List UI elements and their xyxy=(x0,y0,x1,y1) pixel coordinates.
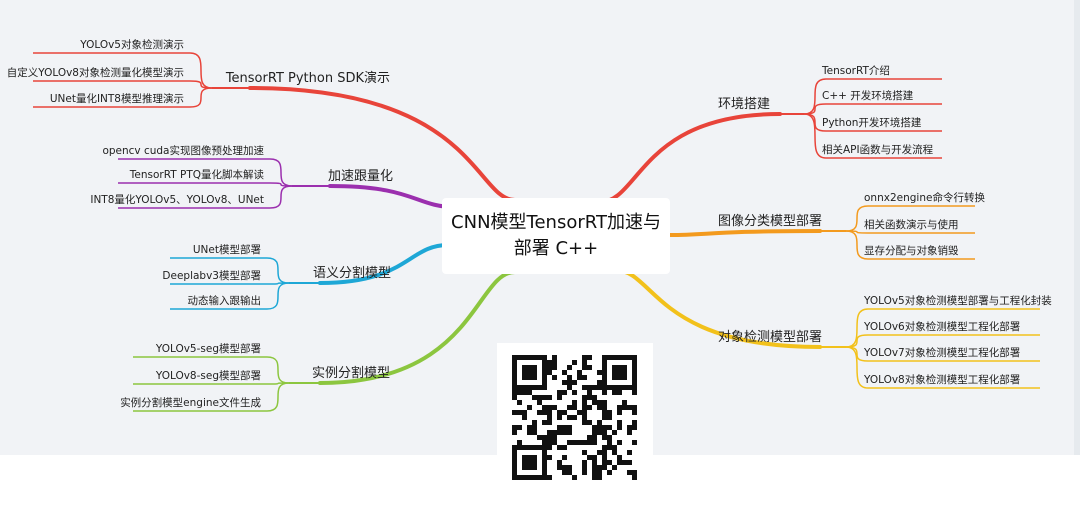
branch-link-4 xyxy=(318,270,517,385)
qr-modules xyxy=(512,355,637,480)
subtopic-6-2[interactable]: 相关函数演示与使用 xyxy=(864,218,959,231)
subtopic-6-3[interactable]: 显存分配与对象销毁 xyxy=(864,244,959,257)
subtopic-2-3[interactable]: INT8量化YOLOv5、YOLOv8、UNet xyxy=(90,193,264,206)
branch-topic-5[interactable]: 环境搭建 xyxy=(718,96,770,112)
qr-code-image xyxy=(512,355,637,480)
subtopic-link-4-3 xyxy=(266,382,290,412)
subtopic-link-4-1 xyxy=(266,356,290,384)
subtopic-link-2-3 xyxy=(269,185,293,209)
branch-topic-2[interactable]: 加速跟量化 xyxy=(328,169,393,184)
branch-topic-6[interactable]: 图像分类模型部署 xyxy=(718,214,822,229)
branch-link-5 xyxy=(598,112,782,204)
subtopic-3-1[interactable]: UNet模型部署 xyxy=(193,243,261,256)
subtopic-1-2[interactable]: 自定义YOLOv8对象检测量化模型演示 xyxy=(7,66,184,79)
central-topic-line-1: CNN模型TensorRT加速与 xyxy=(451,212,661,233)
subtopic-link-6-1 xyxy=(845,205,869,232)
subtopic-6-1[interactable]: onnx2engine命令行转换 xyxy=(864,191,985,204)
subtopic-link-3-1 xyxy=(266,257,290,284)
subtopic-4-2[interactable]: YOLOv8-seg模型部署 xyxy=(155,369,261,382)
branch-topic-3[interactable]: 语义分割模型 xyxy=(313,265,391,281)
subtopic-5-3[interactable]: Python开发环境搭建 xyxy=(822,116,922,129)
subtopic-7-4[interactable]: YOLOv8对象检测模型工程化部署 xyxy=(863,373,1020,386)
central-topic[interactable]: CNN模型TensorRT加速与 部署 C++ xyxy=(442,198,670,274)
subtopic-link-1-1 xyxy=(189,52,213,89)
branch-topic-1[interactable]: TensorRT Python SDK演示 xyxy=(225,70,390,86)
subtopic-2-1[interactable]: opencv cuda实现图像预处理加速 xyxy=(102,144,264,157)
subtopic-4-1[interactable]: YOLOv5-seg模型部署 xyxy=(155,342,261,355)
subtopic-1-3[interactable]: UNet量化INT8模型推理演示 xyxy=(50,92,184,105)
branch-link-3 xyxy=(318,243,450,285)
subtopic-7-1[interactable]: YOLOv5对象检测模型部署与工程化封装 xyxy=(863,294,1052,307)
subtopic-link-5-4 xyxy=(803,113,827,159)
qr-code xyxy=(497,343,653,493)
branch-link-6 xyxy=(668,229,822,237)
subtopic-4-3[interactable]: 实例分割模型engine文件生成 xyxy=(120,396,261,409)
central-topic-line-2: 部署 C++ xyxy=(513,238,599,259)
subtopic-link-3-3 xyxy=(266,282,290,310)
subtopic-5-4[interactable]: 相关API函数与开发流程 xyxy=(822,143,934,156)
subtopic-link-1-3 xyxy=(189,87,213,108)
subtopic-2-2[interactable]: TensorRT PTQ量化脚本解读 xyxy=(129,168,265,181)
subtopic-link-2-1 xyxy=(269,158,293,187)
subtopic-7-2[interactable]: YOLOv6对象检测模型工程化部署 xyxy=(863,320,1020,333)
branch-topic-4[interactable]: 实例分割模型 xyxy=(312,365,390,381)
subtopic-5-2[interactable]: C++ 开发环境搭建 xyxy=(822,89,914,102)
branch-link-1 xyxy=(248,86,517,202)
subtopic-5-1[interactable]: TensorRT介绍 xyxy=(821,64,890,77)
branch-link-2 xyxy=(328,184,457,209)
subtopic-link-6-3 xyxy=(845,230,869,260)
subtopic-link-7-4 xyxy=(845,346,869,389)
right-edge-strip xyxy=(1074,0,1080,455)
subtopic-3-3[interactable]: 动态输入跟输出 xyxy=(188,294,262,307)
subtopic-1-1[interactable]: YOLOv5对象检测演示 xyxy=(79,38,184,51)
branch-topic-7[interactable]: 对象检测模型部署 xyxy=(718,330,822,345)
subtopic-7-3[interactable]: YOLOv7对象检测模型工程化部署 xyxy=(863,346,1020,359)
subtopic-3-2[interactable]: Deeplabv3模型部署 xyxy=(162,269,261,282)
